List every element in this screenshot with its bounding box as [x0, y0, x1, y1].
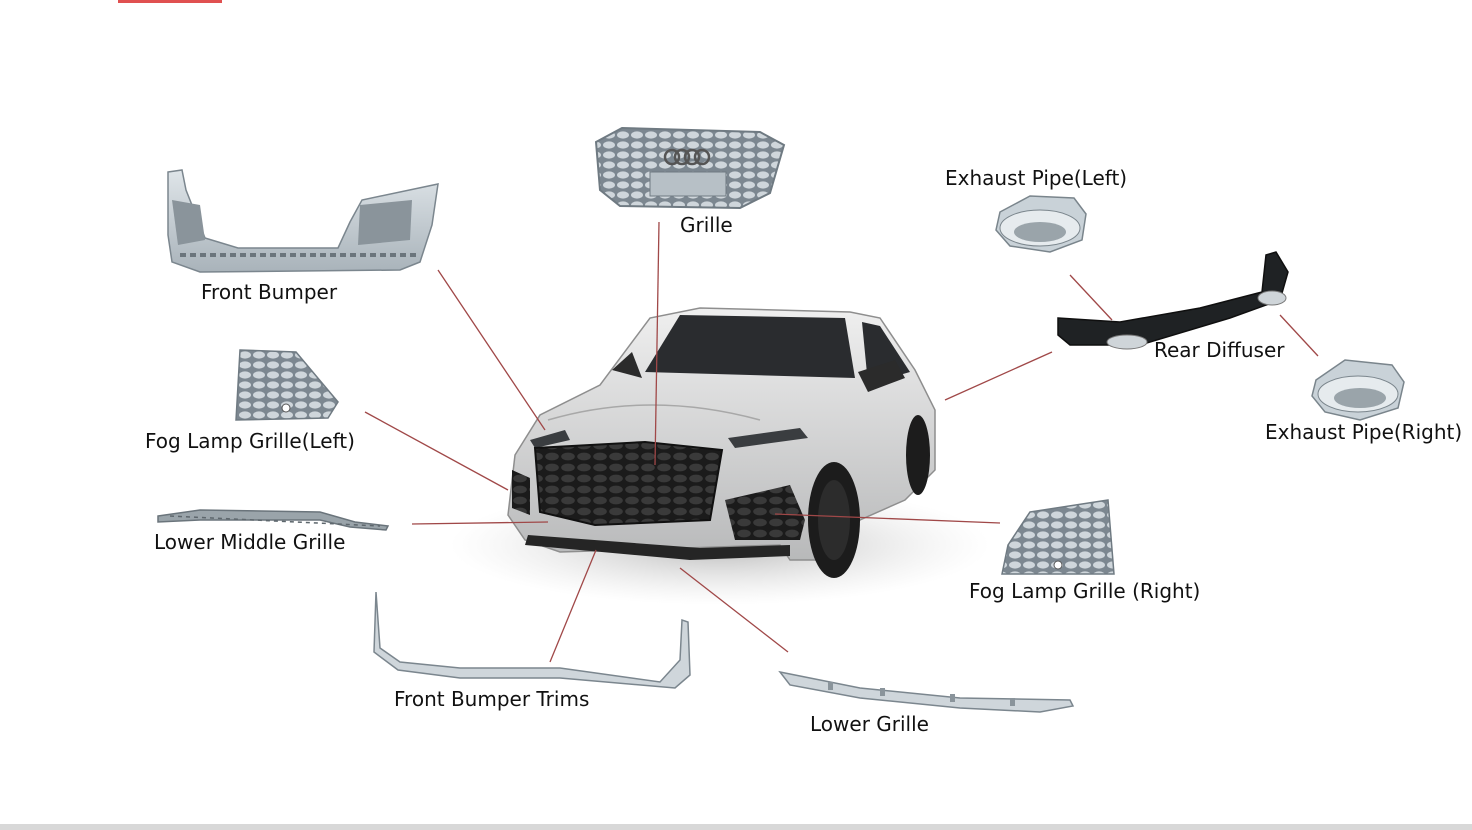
leader-line-fog-right: [774, 513, 1001, 524]
part-illustration: [157, 509, 390, 531]
part-illustration: [235, 349, 339, 421]
leader-line-front-bumper: [437, 269, 546, 431]
part-illustration: [1311, 359, 1405, 421]
label-exhaust-right: Exhaust Pipe(Right): [1265, 420, 1463, 444]
leader-lines: [364, 221, 1319, 663]
leader-line-exhaust-right: [1279, 314, 1319, 357]
part-illustration: [778, 670, 1075, 713]
label-exhaust-left: Exhaust Pipe(Left): [945, 166, 1128, 190]
part-illustration: [167, 169, 439, 273]
part-illustration: [373, 591, 691, 689]
label-front-bumper-trims: Front Bumper Trims: [394, 687, 590, 711]
label-lower-middle-grille: Lower Middle Grille: [154, 530, 346, 554]
part-illustration: [594, 126, 786, 210]
part-illustration: [1057, 251, 1289, 350]
part-illustration: [1001, 499, 1115, 575]
part-illustration: [995, 195, 1087, 253]
label-rear-diffuser: Rear Diffuser: [1154, 338, 1285, 362]
top-accent-mark: [118, 0, 222, 3]
label-fog-right: Fog Lamp Grille (Right): [969, 579, 1201, 603]
label-front-bumper: Front Bumper: [201, 280, 338, 304]
label-lower-grille: Lower Grille: [810, 712, 929, 736]
leader-line-lower-middle: [411, 521, 549, 525]
bottom-bar: [0, 824, 1472, 830]
label-fog-left: Fog Lamp Grille(Left): [145, 429, 355, 453]
label-grille: Grille: [680, 213, 733, 237]
leader-line-exhaust-left: [1069, 274, 1113, 321]
leader-line-lower-grille: [679, 567, 789, 653]
leader-line-front-trims: [549, 549, 597, 663]
leader-line-rear-diffuser: [944, 351, 1053, 401]
leader-line-fog-left: [364, 411, 509, 491]
car-illustration: [450, 307, 990, 605]
leader-line-grille: [654, 221, 660, 466]
